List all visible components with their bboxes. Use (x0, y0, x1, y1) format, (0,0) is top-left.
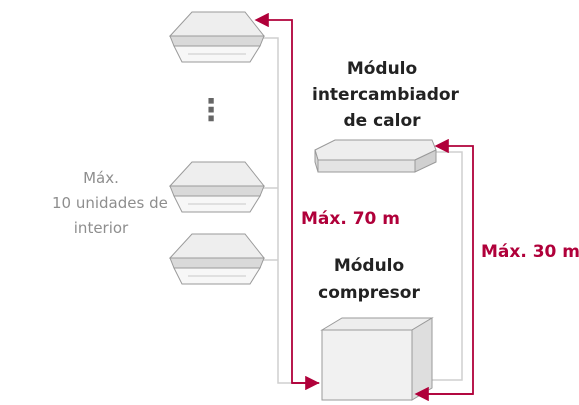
indoor-units-label-line1: Máx. (83, 169, 119, 187)
indoor-units-label-line2: 10 unidades de (52, 194, 168, 212)
indoor-distance-arrow (254, 12, 319, 384)
heat-exchanger-label-line2: intercambiador (312, 85, 459, 105)
indoor-units-label-line3: interior (73, 219, 129, 237)
module-distance-label: Máx. 30 m (481, 242, 579, 262)
vertical-ellipsis: ⋮ (196, 93, 226, 128)
heat-exchanger-label-line3: de calor (343, 111, 421, 131)
heat-exchanger-module (314, 139, 437, 173)
indoor-distance-label: Máx. 70 m (301, 209, 401, 229)
compressor-module (320, 317, 434, 401)
heat-exchanger-label-line1: Módulo (346, 59, 418, 79)
compressor-label-line1: Módulo (333, 256, 405, 276)
indoor-cassette-unit-2 (168, 161, 266, 213)
indoor-cassette-unit-3 (168, 233, 266, 285)
compressor-label-line2: compresor (318, 283, 420, 303)
indoor-cassette-unit-1 (168, 11, 266, 63)
distance-arrows (254, 12, 474, 402)
